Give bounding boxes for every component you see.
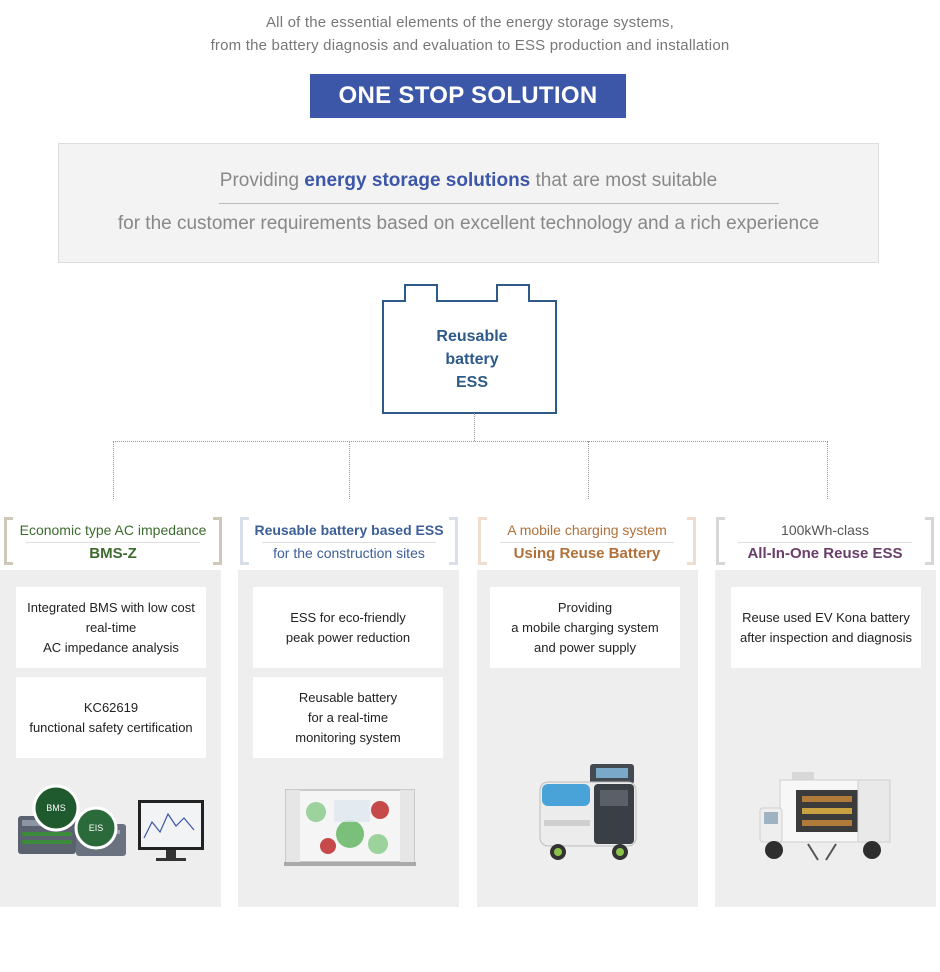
col-1-feature-2-text: KC62619 functional safety certification <box>29 699 193 735</box>
panel-line-1-pre: Providing <box>219 170 305 191</box>
col-3-header: A mobile charging system Using Reuse Bat… <box>478 517 696 565</box>
panel-highlight: energy storage solutions <box>304 170 531 191</box>
col-2-title-divider <box>262 542 436 543</box>
col-3-bracket-left <box>478 517 487 565</box>
center-label-line-2: battery <box>445 351 499 368</box>
truck-ess-image <box>752 768 900 868</box>
col-1-feature-1: Integrated BMS with low cost real-time A… <box>16 587 206 668</box>
ess-container-image <box>280 782 420 870</box>
center-label-line-3: ESS <box>455 374 488 391</box>
connector-horizontal <box>113 441 828 442</box>
panel-line-2: for the customer requirements based on e… <box>117 213 820 234</box>
col-4-title-divider <box>738 542 912 543</box>
col-2-bracket-left <box>240 517 249 565</box>
col-2-feature-1: ESS for eco-friendly peak power reductio… <box>253 587 443 668</box>
col-3-title-bottom: Using Reuse Battery <box>513 545 661 562</box>
col-2-feature-2-text: Reusable battery for a real-time monitor… <box>295 689 401 745</box>
panel-divider <box>219 203 779 204</box>
battery-icon <box>378 280 562 420</box>
col-3-title-top: A mobile charging system <box>507 522 667 538</box>
bms-product-image: BMS EIS <box>14 778 209 870</box>
one-stop-solution-badge: ONE STOP SOLUTION <box>310 74 626 118</box>
col-4-bracket-left <box>716 517 725 565</box>
col-1-bracket-left <box>4 517 13 565</box>
col-1-feature-1-text: Integrated BMS with low cost real-time A… <box>27 599 195 655</box>
col-3-feature-1-text: Providing a mobile charging system and p… <box>511 599 659 655</box>
col-4-title-bottom: All-In-One Reuse ESS <box>747 545 903 562</box>
panel-line-1-post: that are most suitable <box>530 170 718 191</box>
mobile-charger-image <box>530 760 650 868</box>
col-4-bracket-right <box>925 517 934 565</box>
col-3-bracket-right <box>687 517 696 565</box>
col-2-feature-2: Reusable battery for a real-time monitor… <box>253 677 443 758</box>
intro-line-1: All of the essential elements of the ene… <box>265 14 675 31</box>
col-1-header: Economic type AC impedance BMS-Z <box>4 517 222 565</box>
col-4-title-top: 100kWh-class <box>781 522 869 538</box>
col-2-title-bottom: for the construction sites <box>273 545 425 561</box>
col-1-bracket-right <box>213 517 222 565</box>
connector-stem <box>474 413 475 441</box>
col-4-feature-1: Reuse used EV Kona battery after inspect… <box>731 587 921 668</box>
connector-col-1 <box>113 441 114 499</box>
intro-line-2: from the battery diagnosis and evaluatio… <box>210 37 730 54</box>
col-2-feature-1-text: ESS for eco-friendly peak power reductio… <box>285 609 411 645</box>
col-1-title-divider <box>26 542 200 543</box>
col-1-title-top: Economic type AC impedance <box>19 522 207 538</box>
col-2-header: Reusable battery based ESS for the const… <box>240 517 458 565</box>
col-4-header: 100kWh-class All-In-One Reuse ESS <box>716 517 934 565</box>
col-4-feature-1-text: Reuse used EV Kona battery after inspect… <box>739 609 912 645</box>
connector-col-4 <box>827 441 828 499</box>
col-2-bracket-right <box>449 517 458 565</box>
col-1-feature-2: KC62619 functional safety certification <box>16 677 206 758</box>
center-label-line-1: Reusable <box>436 328 508 345</box>
connector-col-3 <box>588 441 589 499</box>
col-2-title-top: Reusable battery based ESS <box>254 522 444 538</box>
connector-col-2 <box>349 441 350 499</box>
bms-image-label: BMS <box>46 803 66 813</box>
col-1-title-bottom: BMS-Z <box>89 545 137 562</box>
col-3-title-divider <box>500 542 674 543</box>
solution-panel: Providing energy storage solutions that … <box>58 143 879 263</box>
col-3-feature-1: Providing a mobile charging system and p… <box>490 587 680 668</box>
panel-line-1: Providing energy storage solutions that … <box>59 170 878 192</box>
eis-image-label: EIS <box>88 823 104 833</box>
